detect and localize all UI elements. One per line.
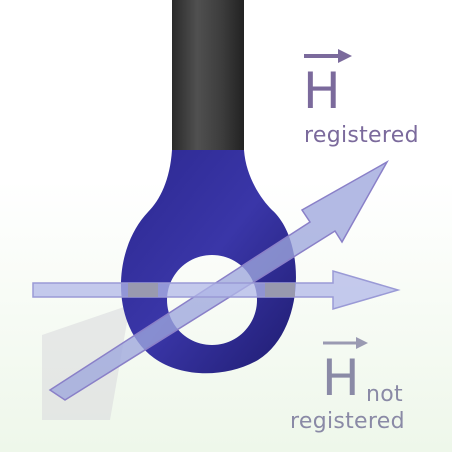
vector-arrow-icon [323,337,368,349]
ring-intersection-left [128,283,158,297]
vector-arrow-icon [304,49,352,63]
registered-label: registered [304,123,419,148]
not-registered-label-line2: registered [290,409,405,434]
probe-body [172,0,244,150]
not-registered-field-arrow [32,269,401,311]
ring-intersection-right [265,283,295,297]
registered-h-symbol: H [303,62,341,120]
not-registered-label-line1: not [366,382,403,407]
registered-field-arrow [48,160,389,401]
not-registered-h-symbol: H [322,349,360,407]
